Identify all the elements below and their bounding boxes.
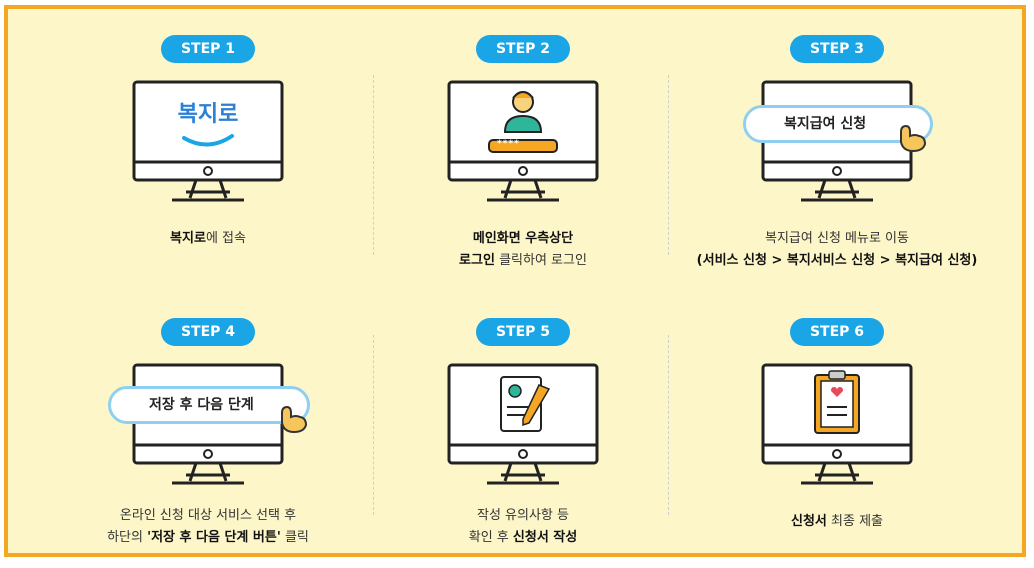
step-caption: 복지로에 접속	[58, 228, 358, 250]
step-caption: 온라인 신청 대상 서비스 선택 후 하단의 '저장 후 다음 단계 버튼' 클…	[58, 505, 358, 549]
step-caption: 메인화면 우측상단 로그인 클릭하여 로그인	[373, 228, 673, 272]
caption-text: 에 접속	[205, 231, 246, 246]
monitor-icon	[761, 80, 913, 202]
caption-line1: 복지급여 신청 메뉴로 이동	[765, 231, 909, 246]
caption-line1: 온라인 신청 대상 서비스 선택 후	[119, 508, 297, 523]
step-caption: 복지급여 신청 메뉴로 이동 (서비스 신청 > 복지서비스 신청 > 복지급여…	[687, 228, 987, 272]
step-badge: STEP 5	[476, 318, 570, 346]
caption-bold: (서비스 신청 > 복지서비스 신청 > 복지급여 신청)	[696, 253, 978, 268]
caption-line1: 메인화면 우측상단	[472, 231, 574, 246]
step-badge: STEP 6	[790, 318, 884, 346]
hand-pointer-icon	[900, 124, 927, 152]
apply-welfare-button[interactable]: 복지급여 신청	[743, 105, 933, 143]
caption-bold: 신청서	[791, 514, 827, 529]
step-badge: STEP 3	[790, 35, 884, 63]
monitor-icon	[132, 363, 284, 485]
column-divider	[668, 75, 669, 255]
step-badge: STEP 1	[161, 35, 255, 63]
caption-text: 확인 후	[468, 530, 513, 545]
caption-text: 클릭하여 로그인	[494, 253, 587, 268]
caption-text: 최종 제출	[826, 514, 883, 529]
password-mask: ****	[497, 139, 520, 149]
caption-bold: 복지로	[170, 231, 206, 246]
caption-text: 하단의	[107, 530, 148, 545]
caption-text: 클릭	[280, 530, 309, 545]
hand-pointer-icon	[281, 405, 308, 433]
site-logo: 복지로	[177, 101, 239, 127]
step-badge: STEP 4	[161, 318, 255, 346]
monitor-icon	[447, 80, 599, 202]
step-caption: 작성 유의사항 등 확인 후 신청서 작성	[373, 505, 673, 549]
caption-bold: 로그인	[459, 253, 495, 268]
monitor-icon	[761, 363, 913, 485]
caption-bold: 신청서 작성	[512, 530, 578, 545]
step-badge: STEP 2	[476, 35, 570, 63]
save-next-step-button[interactable]: 저장 후 다음 단계	[108, 386, 310, 424]
column-divider	[373, 335, 374, 515]
column-divider	[668, 335, 669, 515]
monitor-icon	[447, 363, 599, 485]
monitor-icon	[132, 80, 284, 202]
caption-bold: '저장 후 다음 단계 버튼'	[147, 530, 281, 545]
caption-line1: 작성 유의사항 등	[477, 508, 569, 523]
step-caption: 신청서 최종 제출	[687, 511, 987, 533]
column-divider	[373, 75, 374, 255]
